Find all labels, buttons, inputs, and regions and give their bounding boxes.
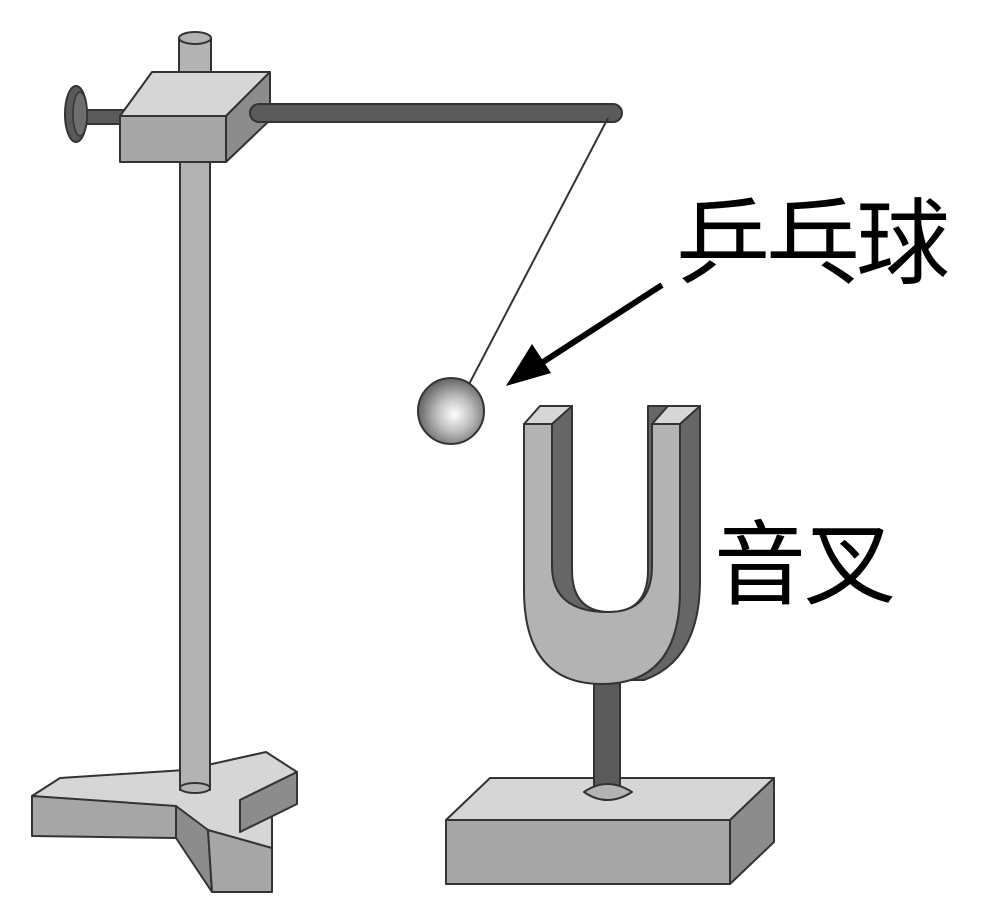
stand-base-leg-face [207, 829, 273, 893]
label-ping-pong-ball: 乒乓球 [676, 190, 950, 299]
stand-rod-foot [179, 782, 211, 794]
stand-base-right-leg [239, 771, 298, 833]
stand-rod-cap [178, 31, 212, 45]
clamp-block-front [119, 115, 227, 163]
fork-stem-socket [583, 783, 633, 801]
ring-stand [31, 31, 623, 893]
fork-base-side [729, 777, 775, 885]
arrow-icon [506, 282, 664, 386]
stand-arm [249, 103, 623, 123]
tuning-fork [445, 405, 775, 885]
fork-left-prong-top [523, 405, 573, 425]
clamp-screw-knob-face [72, 91, 88, 137]
stand-rod [179, 149, 211, 791]
fork-right-prong-top [651, 405, 701, 425]
suspension-string [465, 117, 609, 391]
fork-base-front [445, 819, 731, 885]
fork-prongs-front [523, 423, 681, 685]
label-tuning-fork: 音叉 [714, 512, 896, 619]
ping-pong-ball [417, 377, 485, 445]
